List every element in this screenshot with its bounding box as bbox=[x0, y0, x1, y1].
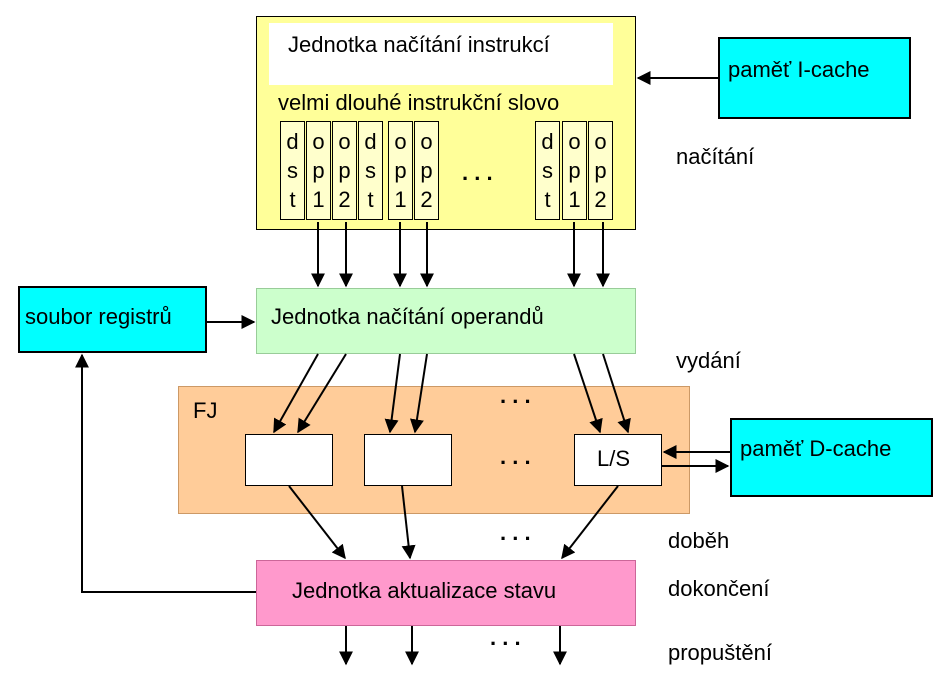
slot-char: t bbox=[289, 187, 296, 212]
arrow-op-ls-b bbox=[602, 353, 631, 434]
operand-fetch-label: Jednotka načítání operandů bbox=[271, 304, 544, 329]
slot-char: 1 bbox=[312, 187, 325, 212]
slot-char: o bbox=[338, 129, 351, 154]
slot-char: o bbox=[420, 129, 433, 154]
dcache-box bbox=[730, 418, 933, 497]
icache-box bbox=[718, 37, 911, 119]
slot-char: d bbox=[364, 129, 377, 154]
slot-char: o bbox=[568, 129, 581, 154]
slot-op1-2: o p 1 bbox=[388, 121, 413, 220]
arrow-op-fu2-a bbox=[384, 353, 401, 434]
stage-issue: vydání bbox=[676, 348, 741, 373]
slot-char: 2 bbox=[338, 187, 351, 212]
status-update-unit bbox=[256, 560, 636, 626]
status-update-label: Jednotka aktualizace stavu bbox=[292, 578, 557, 603]
slot-op1-1: o p 1 bbox=[306, 121, 331, 220]
fj-ellipsis-mid: . . . bbox=[500, 444, 531, 469]
arrow-op-fu1-a bbox=[273, 353, 319, 434]
slot-char: p bbox=[594, 158, 607, 183]
arrow-op-fu1-b bbox=[297, 353, 347, 434]
register-file-box bbox=[18, 286, 207, 353]
stage-complete: dokončení bbox=[668, 576, 770, 601]
stage-execute: doběh bbox=[668, 528, 730, 553]
slot-char: p bbox=[338, 158, 351, 183]
slot-char: p bbox=[312, 158, 325, 183]
slot-op1-n: o p 1 bbox=[562, 121, 587, 220]
arrow-update-to-regfile bbox=[75, 353, 256, 593]
slot-dst-n: d s t bbox=[535, 121, 560, 220]
slot-char: s bbox=[542, 158, 553, 183]
load-store-unit bbox=[574, 434, 662, 486]
operand-fetch-unit bbox=[256, 288, 636, 354]
slot-char: o bbox=[312, 129, 325, 154]
arrow-op-ls-a bbox=[573, 353, 603, 434]
arrow-ls-to-update bbox=[561, 485, 619, 560]
slot-op2-1: o p 2 bbox=[332, 121, 357, 220]
slot-char: p bbox=[568, 158, 581, 183]
register-file-label: soubor registrů bbox=[25, 304, 172, 329]
stage-fetch: načítání bbox=[676, 144, 755, 169]
slot-op2-n: o p 2 bbox=[588, 121, 613, 220]
ellipsis-below-fj: . . . bbox=[500, 520, 531, 545]
slot-char: 2 bbox=[420, 187, 433, 212]
load-store-label: L/S bbox=[597, 446, 631, 471]
functional-unit-1 bbox=[245, 434, 333, 486]
instruction-fetch-title: Jednotka načítání instrukcí bbox=[288, 32, 550, 57]
slots-ellipsis: . . . bbox=[462, 160, 493, 185]
slot-char: 1 bbox=[568, 187, 581, 212]
slot-char: t bbox=[367, 187, 374, 212]
slot-dst-1: d s t bbox=[280, 121, 305, 220]
vliw-label: velmi dlouhé instrukční slovo bbox=[278, 90, 560, 115]
slot-char: s bbox=[287, 158, 298, 183]
slot-op2-2: o p 2 bbox=[414, 121, 439, 220]
dcache-label: paměť D-cache bbox=[740, 436, 892, 461]
slot-char: s bbox=[365, 158, 376, 183]
instruction-fetch-title-box bbox=[269, 23, 613, 85]
arrow-fu1-to-update bbox=[288, 485, 346, 560]
functional-unit-2 bbox=[364, 434, 452, 486]
slot-char: 1 bbox=[394, 187, 407, 212]
slot-char: p bbox=[420, 158, 433, 183]
arrow-op-fu2-b bbox=[409, 353, 428, 434]
ellipsis-bottom: . . . bbox=[490, 625, 521, 650]
slot-char: p bbox=[394, 158, 407, 183]
slot-char: t bbox=[544, 187, 551, 212]
stage-retire: propuštění bbox=[668, 640, 772, 665]
icache-label: paměť I-cache bbox=[728, 57, 870, 82]
arrow-fu2-to-update bbox=[401, 485, 416, 560]
slot-dst-2: d s t bbox=[358, 121, 383, 220]
slot-char: 2 bbox=[594, 187, 607, 212]
fj-ellipsis-top: . . . bbox=[500, 383, 531, 408]
slot-char: o bbox=[594, 129, 607, 154]
slot-char: o bbox=[394, 129, 407, 154]
slot-char: d bbox=[286, 129, 299, 154]
slot-char: d bbox=[541, 129, 554, 154]
fj-label: FJ bbox=[193, 398, 218, 423]
